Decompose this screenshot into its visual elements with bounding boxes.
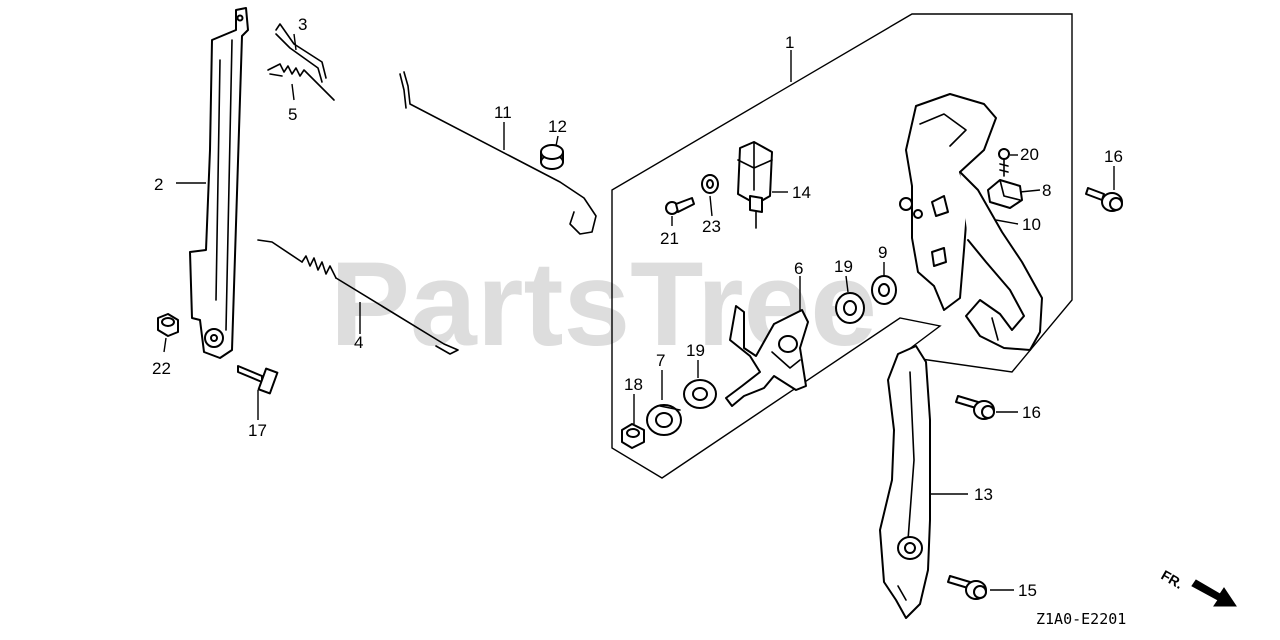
part-14-switch[interactable]	[737, 141, 773, 229]
part-4-spring-rod[interactable]	[257, 239, 459, 355]
part-10-bracket[interactable]	[899, 93, 1043, 351]
part-5-spring[interactable]	[267, 63, 335, 101]
callout-3[interactable]: 3	[298, 15, 307, 34]
callout-6[interactable]: 6	[794, 259, 803, 278]
fr-arrow-icon	[1191, 579, 1237, 607]
callout-17[interactable]: 17	[248, 421, 267, 440]
part-15-bolt[interactable]	[947, 575, 987, 600]
callout-22[interactable]: 22	[152, 359, 171, 378]
callout-20[interactable]: 20	[1020, 145, 1039, 164]
front-direction-indicator: FR.	[1159, 567, 1237, 607]
part-22-nut[interactable]	[157, 313, 179, 337]
callout-labels: 1 2 3 4 5 6 7 8 9 10 11 12 13 14 15 16 1…	[152, 15, 1123, 600]
part-20-bolt[interactable]	[998, 148, 1010, 177]
callout-19-upper[interactable]: 19	[834, 257, 853, 276]
fr-label: FR.	[1159, 567, 1187, 592]
callout-18[interactable]: 18	[624, 375, 643, 394]
callout-12[interactable]: 12	[548, 117, 567, 136]
callout-13[interactable]: 13	[974, 485, 993, 504]
part-19-washer-lower[interactable]	[683, 379, 717, 409]
callout-2[interactable]: 2	[154, 175, 163, 194]
part-12-collar[interactable]	[540, 144, 564, 170]
part-23-washer[interactable]	[701, 174, 719, 194]
part-18-nut[interactable]	[621, 423, 645, 449]
callout-1[interactable]: 1	[785, 33, 794, 52]
callout-21[interactable]: 21	[660, 229, 679, 248]
part-2-lever-plate[interactable]	[189, 7, 249, 359]
part-7-thick-washer[interactable]	[646, 404, 682, 436]
callout-19-lower[interactable]: 19	[686, 341, 705, 360]
callout-23[interactable]: 23	[702, 217, 721, 236]
part-3-rod[interactable]	[275, 23, 327, 83]
callout-15[interactable]: 15	[1018, 581, 1037, 600]
part-21-bolt[interactable]	[665, 197, 695, 215]
callout-16-upper[interactable]: 16	[1104, 147, 1123, 166]
leader-lines	[163, 33, 1115, 591]
callout-8[interactable]: 8	[1042, 181, 1051, 200]
callout-11[interactable]: 11	[494, 103, 512, 122]
part-9-washer[interactable]	[871, 275, 897, 305]
callout-7[interactable]: 7	[656, 351, 665, 370]
diagram-code: Z1A0-E2201	[1036, 610, 1126, 628]
callout-16-middle[interactable]: 16	[1022, 403, 1041, 422]
part-11-wire-rod[interactable]	[399, 71, 597, 235]
part-19-washer-upper[interactable]	[835, 292, 865, 324]
callout-9[interactable]: 9	[878, 243, 887, 262]
callout-5[interactable]: 5	[288, 105, 297, 124]
part-16-bolt-upper[interactable]	[1085, 187, 1123, 212]
part-6-control-lever[interactable]	[725, 305, 809, 407]
part-16-bolt-middle[interactable]	[955, 395, 995, 420]
callout-14[interactable]: 14	[792, 183, 811, 202]
part-8-clip[interactable]	[987, 179, 1023, 209]
callout-10[interactable]: 10	[1022, 215, 1041, 234]
part-17-bolt[interactable]	[237, 365, 279, 395]
part-13-cover-plate[interactable]	[879, 345, 931, 619]
callout-4[interactable]: 4	[354, 333, 363, 352]
